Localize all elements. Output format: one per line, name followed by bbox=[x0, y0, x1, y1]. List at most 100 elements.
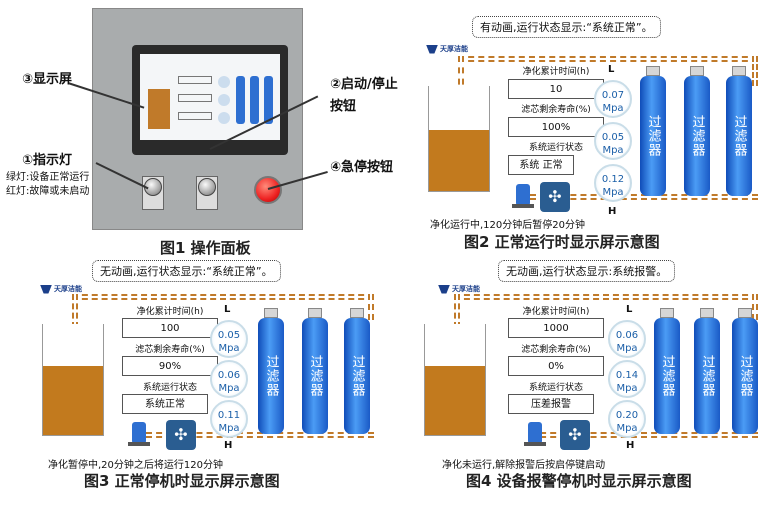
fig3-note: 无动画,运行状态显示:“系统正常”。 bbox=[92, 260, 281, 282]
filter-cap bbox=[690, 66, 704, 76]
fan-icon: ✣ bbox=[560, 420, 590, 450]
pipe-top bbox=[72, 294, 374, 300]
pipe-left bbox=[458, 56, 464, 96]
pipe-right bbox=[752, 56, 758, 86]
tank-level bbox=[43, 366, 103, 435]
display-label: ③显示屏 bbox=[22, 72, 73, 87]
pipe-top bbox=[454, 294, 758, 300]
filter-cap bbox=[350, 308, 364, 318]
low-label: L bbox=[608, 64, 615, 75]
tank-level bbox=[429, 130, 489, 191]
logo: 天厚洁能 bbox=[426, 44, 468, 54]
time-label: 净化累计时间(h) bbox=[522, 67, 590, 77]
fan-icon: ✣ bbox=[166, 420, 196, 450]
pipe-bottom bbox=[530, 432, 758, 438]
fig3-footer: 净化暂停中,20分钟之后将运行120分钟 bbox=[48, 460, 223, 471]
touch-screen[interactable] bbox=[132, 45, 288, 155]
status-value: 压差报警 bbox=[508, 394, 594, 414]
mini-filter bbox=[250, 76, 259, 124]
low-label: L bbox=[626, 304, 633, 315]
tank-level bbox=[425, 366, 485, 435]
tank bbox=[42, 324, 104, 436]
fig2-note: 有动画,运行状态显示:“系统正常”。 bbox=[472, 16, 661, 38]
time-label: 净化累计时间(h) bbox=[522, 307, 590, 317]
emergency-stop-button[interactable] bbox=[254, 176, 282, 204]
fig2-caption: 图2 正常运行时显示屏示意图 bbox=[464, 233, 660, 251]
pipe-top bbox=[458, 56, 758, 62]
fig3-caption: 图3 正常停机时显示屏示意图 bbox=[84, 472, 280, 490]
filter-1: 过滤器 bbox=[654, 318, 680, 434]
mini-gauge bbox=[218, 76, 230, 88]
start-stop-button[interactable] bbox=[198, 178, 216, 196]
life-label: 滤芯剩余寿命(%) bbox=[521, 105, 591, 115]
filter-1: 过滤器 bbox=[258, 318, 284, 434]
filter-1: 过滤器 bbox=[640, 76, 666, 196]
mini-gauge bbox=[218, 112, 230, 124]
pump bbox=[528, 422, 542, 444]
time-value: 1000 bbox=[508, 318, 604, 338]
logo: 天厚洁能 bbox=[40, 284, 82, 294]
filter-3: 过滤器 bbox=[344, 318, 370, 434]
mini-field bbox=[178, 94, 212, 102]
high-label: H bbox=[224, 440, 233, 451]
filter-2: 过滤器 bbox=[684, 76, 710, 196]
green-light-label: 绿灯:设备正常运行 bbox=[6, 172, 90, 183]
fig2-footer: 净化运行中,120分钟后暂停20分钟 bbox=[430, 220, 585, 231]
fig2-screen: 有动画,运行状态显示:“系统正常”。 天厚洁能 净化累计时间(h) 10 滤芯剩… bbox=[420, 8, 774, 231]
fig4-note: 无动画,运行状态显示:系统报警。 bbox=[498, 260, 676, 282]
status-label: 系统运行状态 bbox=[528, 383, 583, 393]
filter-3: 过滤器 bbox=[732, 318, 758, 434]
life-label: 滤芯剩余寿命(%) bbox=[521, 345, 591, 355]
screen-display bbox=[140, 54, 280, 140]
pump bbox=[132, 422, 146, 444]
pipe-right bbox=[752, 294, 758, 320]
filter-2: 过滤器 bbox=[694, 318, 720, 434]
status-label: 系统运行状态 bbox=[528, 143, 583, 153]
start-stop-label-2: 按钮 bbox=[330, 99, 357, 114]
tank bbox=[424, 324, 486, 436]
filter-cap bbox=[264, 308, 278, 318]
start-stop-label: ②启动/停止 bbox=[330, 77, 398, 92]
high-label: H bbox=[626, 440, 635, 451]
fig3-screen: 无动画,运行状态显示:“系统正常”。 天厚洁能 净化累计时间(h) 100 滤芯… bbox=[36, 256, 390, 478]
mini-filter bbox=[236, 76, 245, 124]
status-value: 系统正常 bbox=[122, 394, 208, 414]
filter-cap bbox=[660, 308, 674, 318]
logo: 天厚洁能 bbox=[438, 284, 480, 294]
mini-field bbox=[178, 112, 212, 120]
life-value: 90% bbox=[122, 356, 218, 376]
indicator-label: ①指示灯 bbox=[22, 153, 73, 168]
fig1-caption: 图1 操作面板 bbox=[160, 239, 251, 257]
time-value: 100 bbox=[122, 318, 218, 338]
fan-icon: ✣ bbox=[540, 182, 570, 212]
pump bbox=[516, 184, 530, 206]
time-label: 净化累计时间(h) bbox=[136, 307, 204, 317]
pipe-left bbox=[454, 294, 460, 328]
life-label: 滤芯剩余寿命(%) bbox=[135, 345, 205, 355]
pump-base bbox=[524, 442, 546, 446]
fig4-screen: 无动画,运行状态显示:系统报警。 天厚洁能 净化累计时间(h) 1000 滤芯剩… bbox=[420, 256, 774, 478]
pipe-left bbox=[72, 294, 78, 328]
pump-base bbox=[128, 442, 150, 446]
estop-label: ④急停按钮 bbox=[330, 160, 394, 175]
high-label: H bbox=[608, 206, 617, 217]
low-label: L bbox=[224, 304, 231, 315]
fig4-caption: 图4 设备报警停机时显示屏示意图 bbox=[466, 472, 692, 490]
filter-cap bbox=[646, 66, 660, 76]
mini-tank bbox=[148, 89, 170, 129]
filter-cap bbox=[732, 66, 746, 76]
tank bbox=[428, 86, 490, 192]
status-value: 系统 正常 bbox=[508, 155, 574, 175]
filter-cap bbox=[308, 308, 322, 318]
life-value: 100% bbox=[508, 117, 604, 137]
filter-cap bbox=[738, 308, 752, 318]
time-value: 10 bbox=[508, 79, 604, 99]
